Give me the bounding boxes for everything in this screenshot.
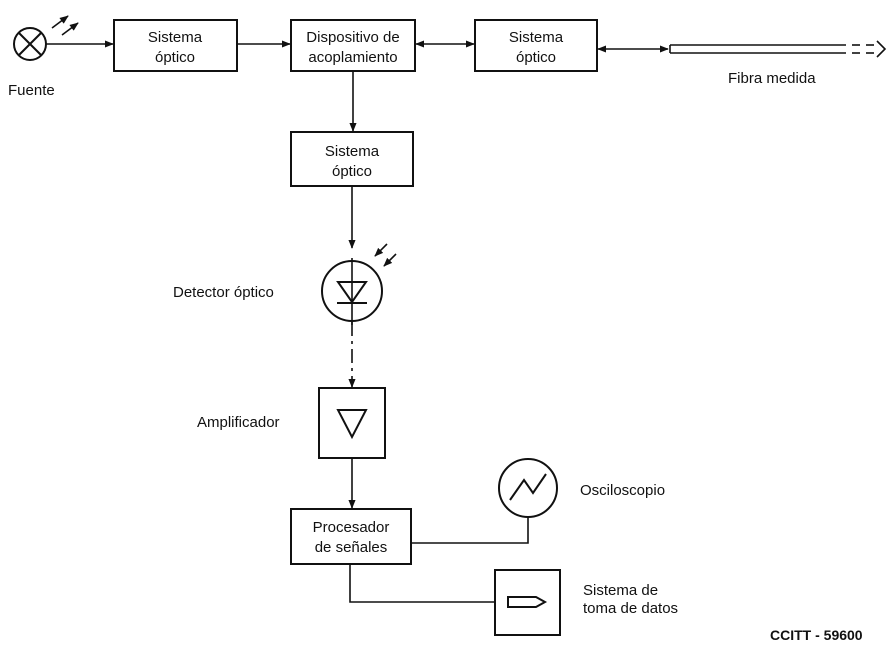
block-line: de señales	[315, 539, 388, 556]
pen-recorder-icon	[507, 596, 548, 608]
incident-light-arrow-icon	[383, 253, 397, 267]
block-line: Dispositivo de	[306, 29, 399, 46]
block-line: Procesador	[313, 519, 390, 536]
optical-system-block-1: Sistema óptico	[113, 19, 238, 72]
connector-processor-oscilloscope	[411, 517, 529, 544]
fiber-label: Fibra medida	[728, 70, 816, 87]
optical-system-block-3: Sistema óptico	[290, 131, 414, 187]
acquisition-label-line-1: Sistema de	[583, 582, 658, 599]
block-line: Sistema	[509, 29, 564, 46]
block-line: acoplamiento	[308, 49, 397, 66]
oscilloscope-icon	[498, 458, 558, 518]
block-line: Sistema	[148, 29, 203, 46]
signal-processor-block: Procesador de señales	[290, 508, 412, 565]
oscilloscope-label: Osciloscopio	[580, 482, 665, 499]
source-label: Fuente	[8, 82, 55, 99]
data-acquisition-icon	[494, 569, 561, 636]
amplifier-triangle-icon	[336, 409, 368, 440]
block-line: óptico	[516, 49, 556, 66]
photodiode-icon	[321, 243, 397, 325]
light-source-icon	[13, 15, 79, 61]
figure-code: CCITT - 59600	[770, 627, 863, 643]
connector-processor-acquisition	[349, 564, 494, 603]
block-line: Sistema	[325, 143, 380, 160]
amplifier-block	[318, 387, 386, 459]
incident-light-arrow-icon	[374, 243, 388, 257]
amplifier-label: Amplificador	[197, 414, 280, 431]
emission-arrow-icon	[61, 22, 79, 36]
optical-system-block-2: Sistema óptico	[474, 19, 598, 72]
fiber-icon	[669, 40, 887, 58]
block-line: óptico	[332, 163, 372, 180]
acquisition-label-line-2: toma de datos	[583, 600, 678, 617]
block-line: óptico	[155, 49, 195, 66]
detector-label: Detector óptico	[173, 284, 274, 301]
emission-arrow-icon	[51, 15, 69, 29]
coupling-device-block: Dispositivo de acoplamiento	[290, 19, 416, 72]
